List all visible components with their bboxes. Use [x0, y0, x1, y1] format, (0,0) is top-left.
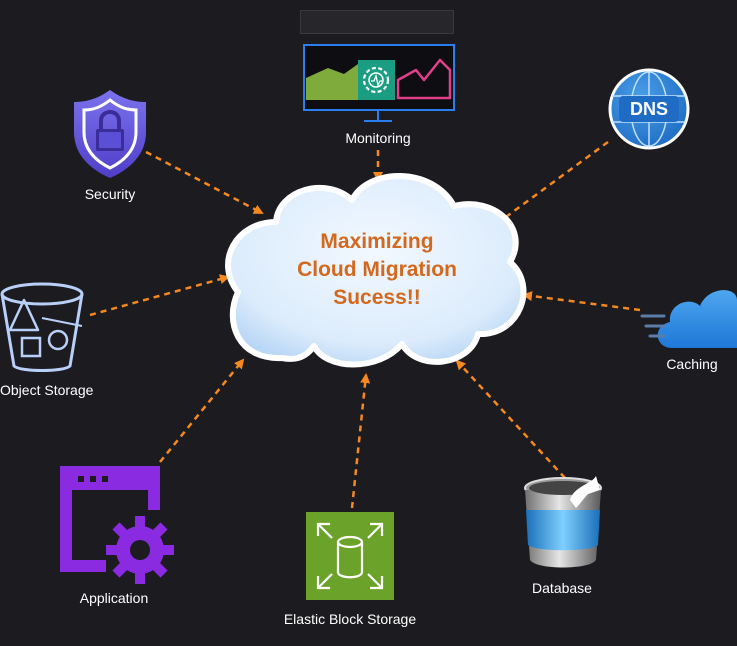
- center-title-line-1: Maximizing: [320, 230, 434, 253]
- application-label: Application: [79, 590, 149, 606]
- dns-globe-icon: [608, 68, 690, 150]
- arrow-dns: [493, 140, 609, 227]
- caching-label: Caching: [666, 356, 718, 372]
- security-shield-lock-icon: [74, 90, 146, 178]
- monitoring-label: Monitoring: [345, 130, 411, 146]
- block-volume-icon: [306, 512, 394, 600]
- object-storage-label: Object Storage: [0, 382, 94, 398]
- dns-label: DNS: [629, 99, 668, 119]
- arrow-ebs: [350, 373, 371, 509]
- database-bin-icon: [524, 476, 602, 568]
- center-title-line-3: Sucess!!: [333, 286, 421, 309]
- security-label: Security: [84, 186, 136, 202]
- arrow-application: [159, 358, 245, 463]
- monitoring-dashboard-icon: [303, 44, 455, 122]
- window-gear-icon: [60, 466, 174, 584]
- arrow-object-storage: [89, 274, 230, 317]
- database-label: Database: [532, 580, 592, 596]
- center-title: Maximizing Cloud Migration Sucess!!: [262, 228, 492, 312]
- center-title-line-2: Cloud Migration: [297, 258, 457, 281]
- connector-arrows: [89, 140, 641, 509]
- fast-cloud-icon: [640, 290, 737, 348]
- bucket-icon: [0, 282, 84, 372]
- center-cloud: [225, 173, 527, 368]
- arrow-caching: [522, 291, 641, 312]
- elastic-block-storage-label: Elastic Block Storage: [283, 611, 417, 627]
- arrow-security: [145, 150, 264, 215]
- arrow-database: [455, 359, 566, 479]
- top-bar: [300, 10, 454, 34]
